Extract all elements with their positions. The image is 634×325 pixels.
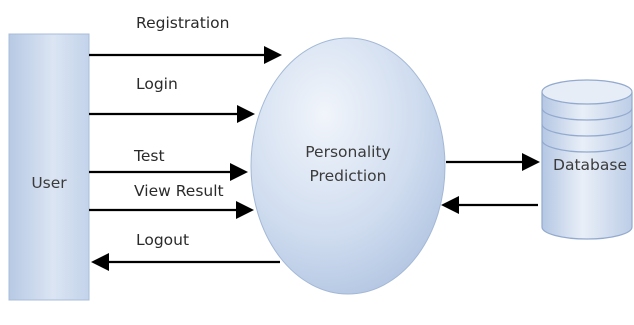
flow-registration-arrowhead (264, 46, 282, 64)
flow-from-database-arrowhead (441, 196, 459, 214)
process-label-line2: Prediction (309, 167, 386, 185)
flow-view-result-arrowhead (236, 201, 254, 219)
database-top (541, 79, 633, 105)
user-box (8, 33, 90, 301)
database-store: Database (541, 79, 633, 240)
flow-logout-label: Logout (136, 231, 189, 249)
database-label: Database (553, 156, 627, 174)
flow-to-database-arrowhead (522, 153, 540, 171)
flow-login: Login (89, 75, 255, 123)
flow-process-to-database (446, 153, 540, 171)
database-ring-3 (541, 139, 633, 153)
process-label-line1: Personality (305, 143, 390, 161)
database-ring-2 (541, 123, 633, 137)
flow-login-label: Login (136, 75, 178, 93)
database-ring-1 (541, 107, 633, 121)
user-label: User (31, 174, 67, 192)
flow-database-to-process (441, 196, 538, 214)
flow-login-arrowhead (237, 105, 255, 123)
process-ellipse (250, 37, 446, 295)
flow-view-result: View Result (89, 182, 254, 219)
database-body (541, 92, 633, 240)
flow-registration-label: Registration (136, 14, 229, 32)
flow-logout-arrowhead (91, 253, 109, 271)
flow-test-arrowhead (230, 163, 248, 181)
process-personality-prediction: Personality Prediction (250, 37, 446, 295)
user-entity: User (8, 33, 90, 301)
flow-test-label: Test (133, 147, 165, 165)
flow-test: Test (89, 147, 248, 181)
flow-registration: Registration (89, 14, 282, 64)
flow-logout: Logout (91, 231, 280, 271)
flow-view-result-label: View Result (134, 182, 224, 200)
